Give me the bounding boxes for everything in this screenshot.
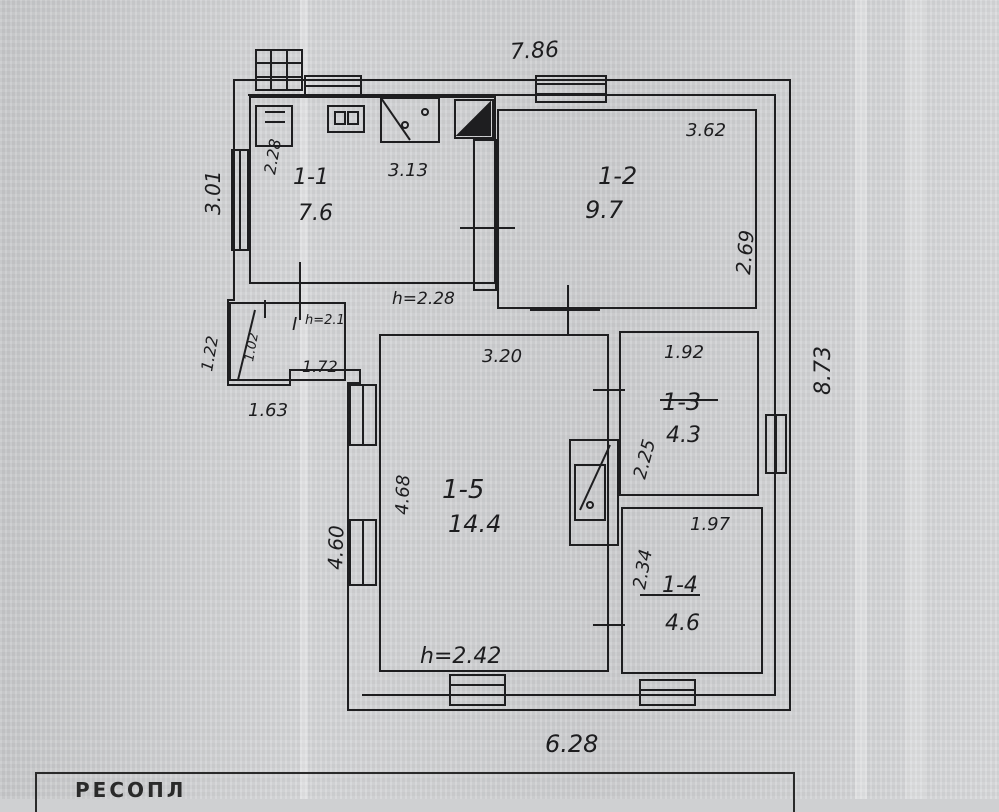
room-1-3-width: 1.92: [664, 342, 704, 363]
inner-wall-line: [248, 94, 776, 696]
room-1-5-name: 1-5: [442, 475, 484, 505]
room-1-4-area: 4.6: [665, 611, 700, 636]
room-1-3-area: 4.3: [666, 423, 701, 448]
window-top-left: [304, 75, 362, 97]
room-1-2-outline: [497, 109, 757, 309]
window-bottom-left: [449, 674, 506, 706]
room-divider-partition: [460, 139, 515, 291]
boiler: [454, 99, 494, 139]
room-1-5-width: 3.20: [482, 346, 522, 367]
room-1-1-area: 7.6: [298, 201, 333, 226]
room-i-outline: [229, 302, 346, 381]
room-1-4-name: 1-4: [662, 573, 698, 598]
window-left-bottom: [349, 519, 377, 586]
room-i-side-label: 1.22: [197, 334, 222, 372]
room-1-3-depth: 2.25: [630, 437, 661, 481]
room-1-1-depth: 2.28: [260, 137, 285, 175]
room-i-side2-label: 1.02: [242, 332, 262, 363]
room-1-2-width: 3.62: [686, 120, 726, 141]
window-top: [535, 75, 607, 103]
room-1-3-outline: [619, 331, 759, 496]
room-1-4-depth: 2.34: [629, 548, 657, 591]
left-lower-height-label: 4.60: [323, 525, 349, 570]
room-1-4-outline: [621, 507, 763, 674]
stamp-header: РЕСОПЛ: [35, 772, 795, 812]
room-1-2-area: 9.7: [585, 196, 624, 224]
sink: [327, 105, 365, 133]
room-1-5-outline: [379, 334, 609, 672]
scan-streak: [300, 0, 308, 799]
overall-width-label: 7.86: [509, 37, 559, 65]
bottom-width-label: 6.28: [545, 730, 598, 758]
kitchen-counter: [255, 105, 293, 147]
kitchen-stove: [380, 97, 440, 143]
scan-streak: [855, 0, 867, 799]
room-1-3-name: 1-3: [662, 388, 701, 416]
left-height-label: 3.01: [201, 170, 225, 215]
outer-wall: [227, 79, 791, 711]
right-height-label: 8.73: [811, 346, 836, 395]
room-i-name: I: [292, 314, 297, 335]
room-1-5-area: 14.4: [448, 510, 501, 538]
room-1-1-name: 1-1: [293, 165, 329, 190]
room-1-5-ceiling: h=2.42: [420, 644, 501, 669]
room-1-2-depth: 2.69: [731, 229, 759, 275]
room-1-1-width: 3.13: [388, 160, 428, 181]
room-i-area: 1.72: [302, 357, 338, 376]
room-1-1-outline: [249, 96, 496, 284]
room-i-bottom-label: 1.63: [248, 400, 288, 421]
heating-stove: [569, 439, 619, 546]
room-i-ceiling: h=2.1: [305, 313, 345, 328]
room-1-5-depth: 4.68: [392, 474, 414, 515]
scan-streak: [905, 0, 925, 799]
window-left-lower: [349, 384, 377, 446]
window-bottom-right: [639, 679, 696, 706]
window-left: [231, 149, 249, 251]
window-right: [765, 414, 787, 474]
room-1-4-width: 1.97: [690, 514, 731, 535]
chimney: [255, 49, 303, 91]
room-1-2-name: 1-2: [598, 162, 637, 190]
door-i-swing: [237, 309, 256, 381]
room-1-1-ceiling: h=2.28: [392, 289, 455, 309]
